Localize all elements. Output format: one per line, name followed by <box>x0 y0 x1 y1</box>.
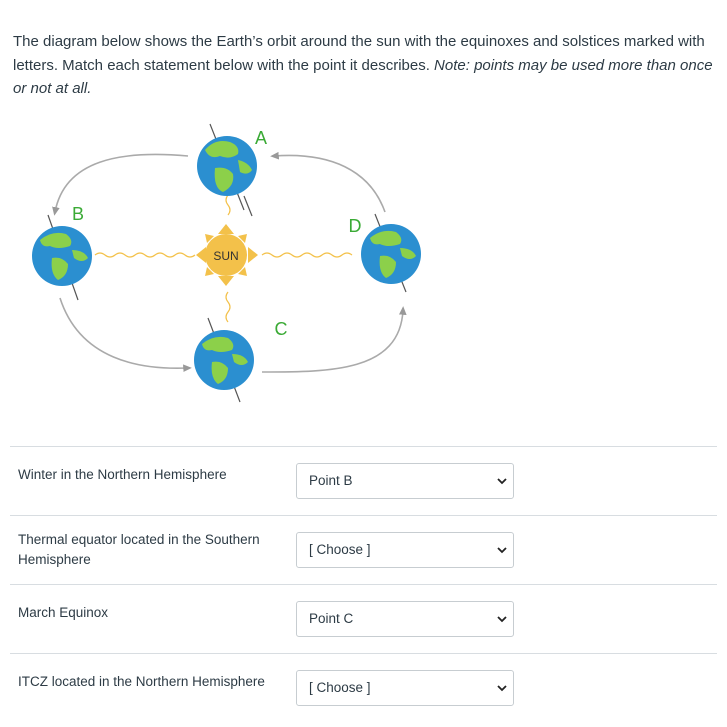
answer-select-value: [ Choose ] <box>309 680 371 695</box>
question-statement: ITCZ located in the Northern Hemisphere <box>18 674 265 689</box>
answer-select[interactable]: Point C <box>296 601 514 637</box>
chevron-down-icon <box>497 685 507 692</box>
answer-select-value: Point B <box>309 473 353 488</box>
sun-rays <box>94 194 353 323</box>
answer-select-value: [ Choose ] <box>309 542 371 557</box>
answer-select[interactable]: [ Choose ] <box>296 670 514 706</box>
sun: SUN <box>196 224 258 286</box>
point-a-label: A <box>255 128 267 148</box>
answer-select[interactable]: [ Choose ] <box>296 532 514 568</box>
sun-label: SUN <box>213 249 238 263</box>
question-row: Thermal equator located in the Southern … <box>10 515 717 585</box>
point-b-label: B <box>72 204 84 224</box>
earth-d <box>361 213 421 293</box>
question-statement: March Equinox <box>18 605 109 620</box>
question-statement: Thermal equator located in the Southern … <box>18 532 260 567</box>
point-c-label: C <box>275 319 288 339</box>
chevron-down-icon <box>497 478 507 485</box>
instructions-main: The diagram below shows the Earth’s orbi… <box>13 33 705 74</box>
chevron-down-icon <box>497 616 507 623</box>
question-row: Winter in the Northern Hemisphere Point … <box>10 446 717 516</box>
earth-c <box>194 317 254 403</box>
orbit-arrows <box>52 151 407 373</box>
chevron-down-icon <box>497 547 507 554</box>
question-statement: Winter in the Northern Hemisphere <box>18 467 227 482</box>
answer-select-value: Point C <box>309 611 354 626</box>
answer-select[interactable]: Point B <box>296 463 514 499</box>
instructions-text: The diagram below shows the Earth’s orbi… <box>13 30 713 101</box>
question-row: ITCZ located in the Northern Hemisphere … <box>10 653 717 724</box>
point-d-label: D <box>349 216 362 236</box>
earth-a <box>197 123 257 217</box>
earth-b <box>32 214 92 301</box>
orbit-diagram: SUN A B D C <box>32 123 421 403</box>
instructions-note: Note: points may be used more than once … <box>13 56 713 98</box>
question-row: March Equinox Point C <box>10 584 717 654</box>
